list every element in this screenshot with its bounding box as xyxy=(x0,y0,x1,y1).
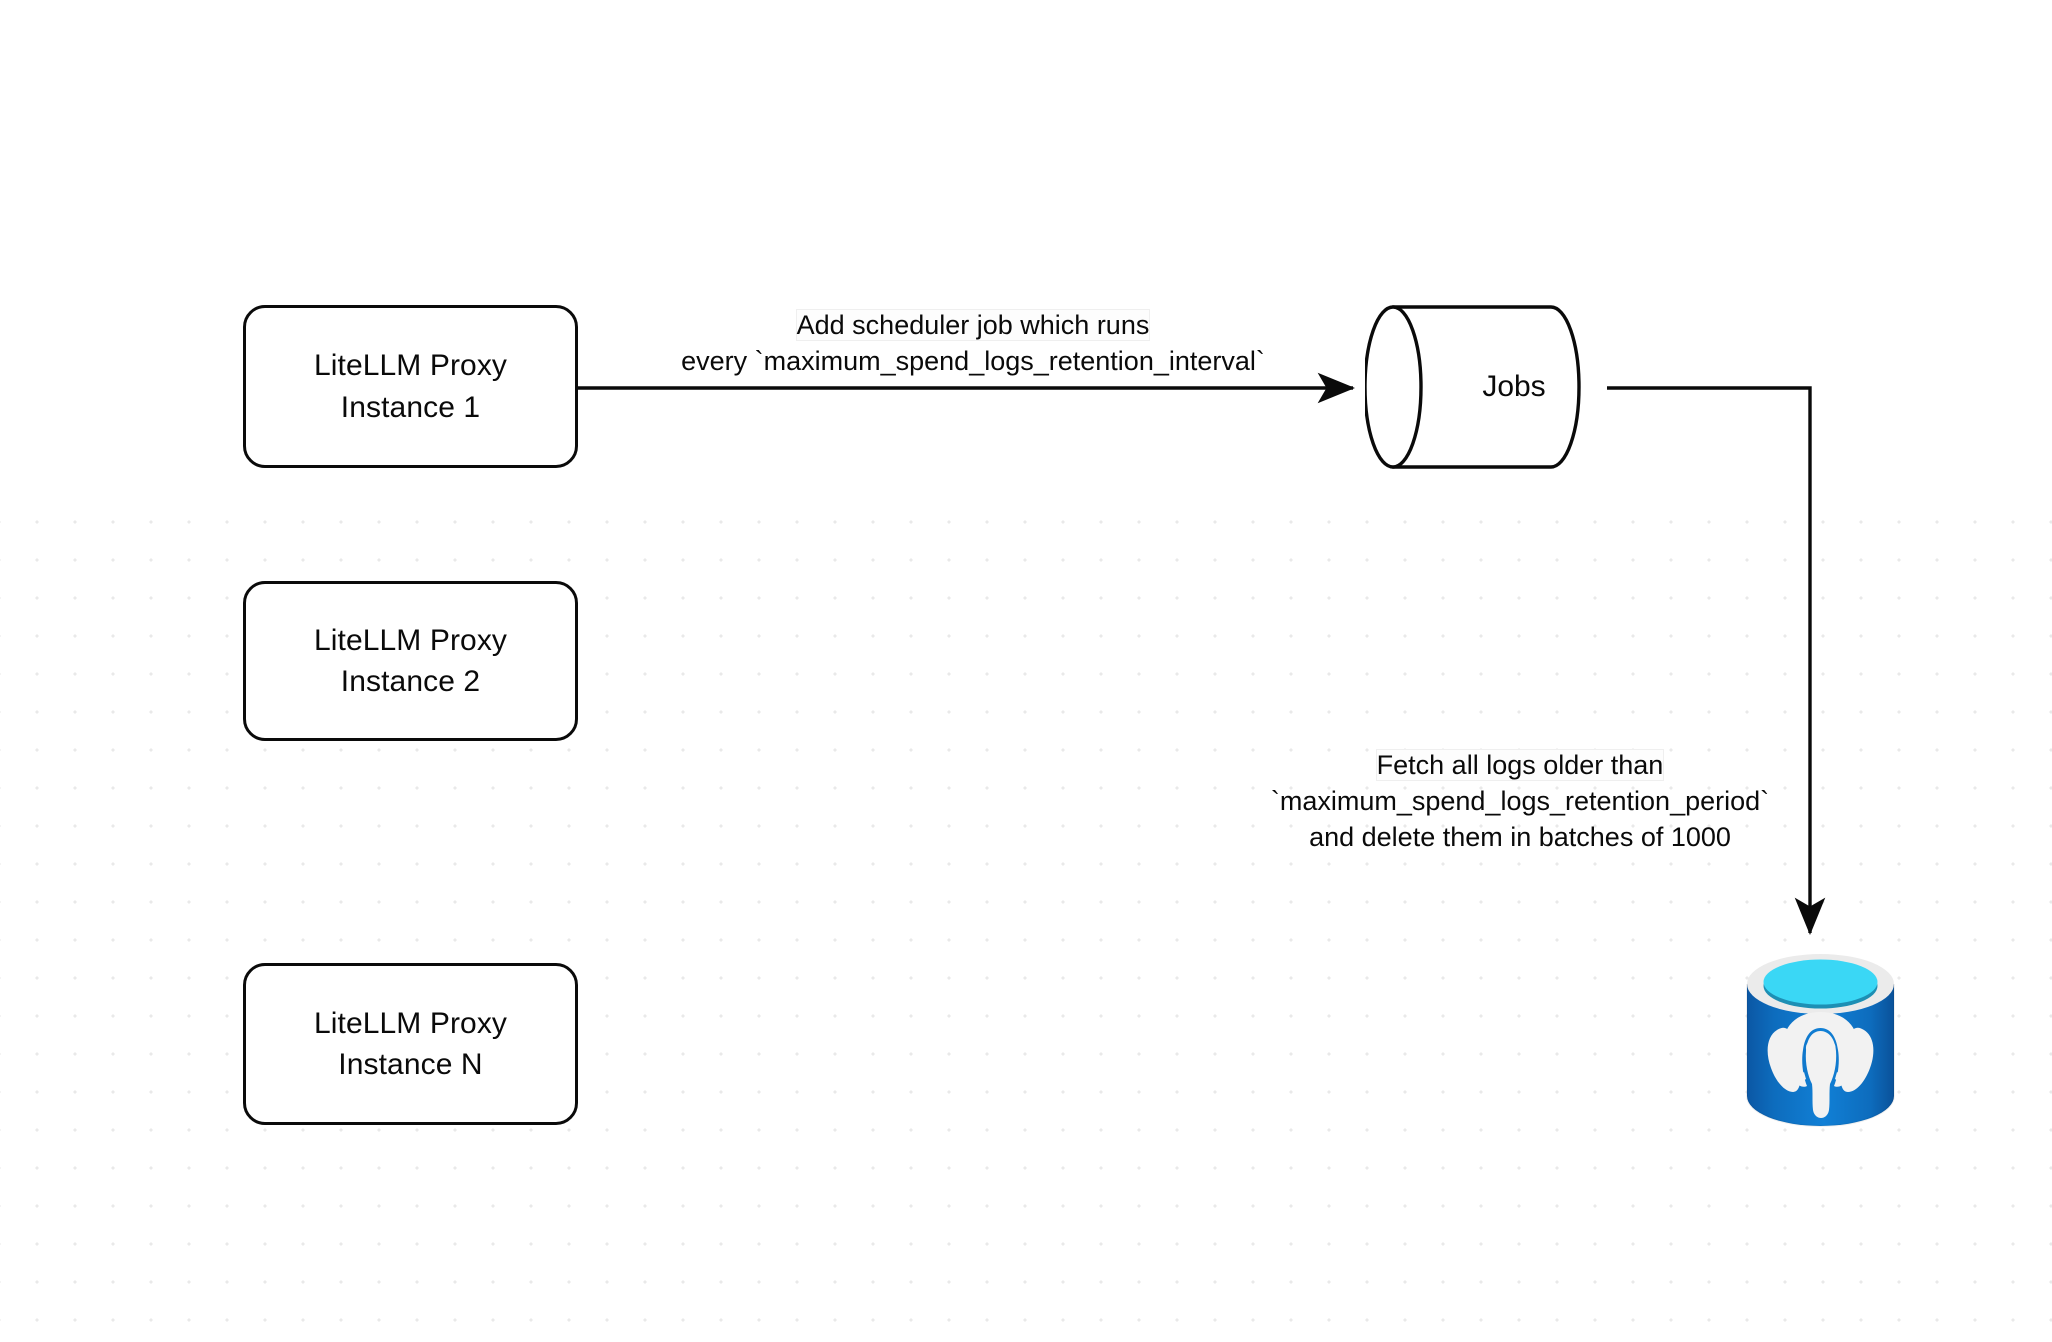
db-top-surface xyxy=(1763,959,1878,1005)
node-label-line-1: LiteLLM Proxy xyxy=(313,1006,508,1040)
node-label-line-2: Instance 1 xyxy=(340,390,481,424)
db-body-edge xyxy=(1746,984,1895,1127)
edge-label-line-2: every `maximum_spend_logs_retention_inte… xyxy=(681,345,1265,376)
edge-label-line-1: Fetch all logs older than xyxy=(1376,750,1664,780)
edge-label-line-1: Add scheduler job which runs xyxy=(796,310,1150,340)
node-label-line-2: Instance 2 xyxy=(340,665,481,698)
node-jobs-label: Jobs xyxy=(1482,370,1546,403)
node-label-line-1: LiteLLM Proxy xyxy=(313,623,508,657)
edge-label-line-2: `maximum_spend_logs_retention_period` xyxy=(1270,785,1770,816)
node-litellm-proxy-instance-1[interactable]: LiteLLM Proxy Instance 1 xyxy=(243,305,578,468)
node-litellm-proxy-instance-n[interactable]: LiteLLM Proxy Instance N xyxy=(243,963,578,1125)
edge-label-line-3: and delete them in batches of 1000 xyxy=(1309,821,1731,852)
node-litellm-proxy-instance-2[interactable]: LiteLLM Proxy Instance 2 xyxy=(243,581,578,741)
edge-label-fetch-and-delete-logs: Fetch all logs older than `maximum_spend… xyxy=(1240,748,1800,856)
node-label-line-1: LiteLLM Proxy xyxy=(313,349,508,383)
elephant-glyph xyxy=(1767,1012,1874,1118)
cylinder-shape xyxy=(1365,305,1581,469)
node-jobs-queue[interactable]: Jobs xyxy=(1365,303,1607,471)
postgresql-elephant-icon xyxy=(1746,954,1895,1127)
node-postgres-database[interactable] xyxy=(1743,952,1898,1128)
node-label-line-2: Instance N xyxy=(338,1048,483,1081)
edge-label-add-scheduler-job: Add scheduler job which runs every `maxi… xyxy=(578,308,1368,380)
